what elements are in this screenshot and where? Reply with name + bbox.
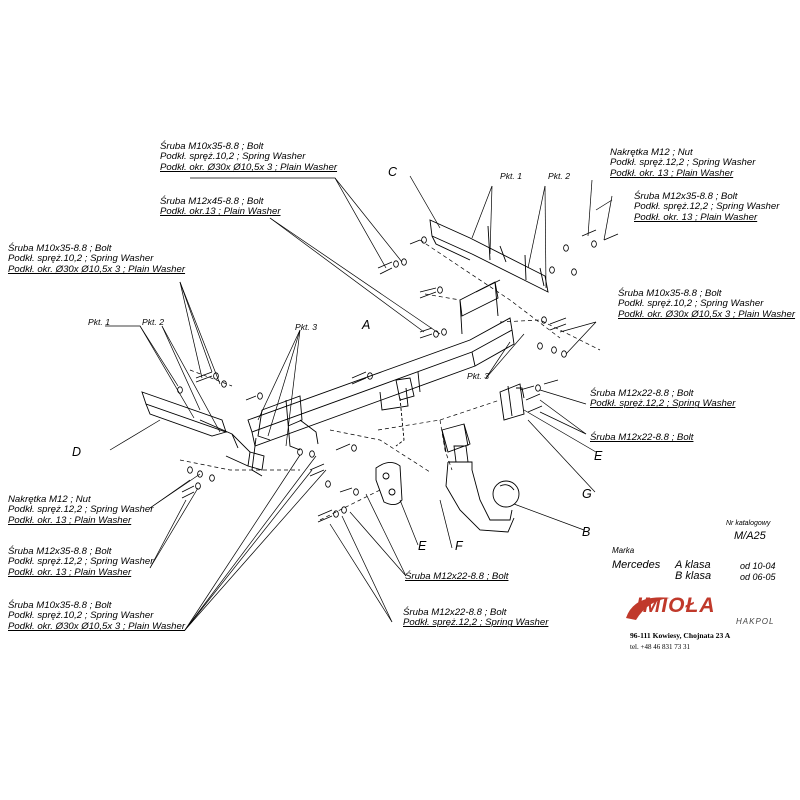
company-address: 96-111 Kowiesy, Chojnata 23 A (630, 631, 731, 640)
pkt-1-left: Pkt. 1 (88, 317, 110, 327)
label-bolt-m12x45: Śruba M12x45-8.8 ; Bolt Podkł. okr.13 ; … (160, 196, 281, 218)
model-a-klasa: A klasa (675, 559, 711, 571)
label-line: Śruba M12x22-8.8 ; Bolt (590, 432, 694, 443)
label-line: Śruba M10x35-8.8 ; Bolt (618, 288, 722, 299)
label-line: Śruba M12x22-8.8 ; Bolt (590, 388, 694, 399)
label-line: Podkł. spręż.10,2 ; Spring Washer (8, 610, 154, 622)
date-b-klasa: od 06-05 (740, 572, 776, 582)
label-bolt-m10x35-left: Śruba M10x35-8.8 ; Bolt Podkł. spręż.10,… (8, 243, 186, 275)
label-nut-m12-top: Nakrętka M12 ; Nut Podkł. spręż.12,2 ; S… (610, 147, 756, 179)
label-nut-m12-left: Nakrętka M12 ; Nut Podkł. spręż.12,2 ; S… (8, 494, 154, 526)
part-letter-a: A (362, 318, 371, 332)
pkt-3-right: Pkt. 3 (467, 371, 489, 381)
pkt-3-left: Pkt. 3 (295, 322, 317, 332)
label-line: Śruba M12x22-8.8 ; Bolt (405, 571, 509, 582)
catalog-number: M/A25 (734, 530, 766, 542)
ball-hook-b (441, 423, 520, 533)
label-line: Podkł. spręż.10,2 ; Spring Washer (618, 298, 764, 310)
logo-sub: HAKPOL (736, 617, 775, 626)
label-bolt-m10x35-bottom: Śruba M10x35-8.8 ; Bolt Podkł. spręż.10,… (8, 600, 186, 632)
part-letter-e-center: E (418, 539, 427, 553)
label-line: Śruba M12x35-8.8 ; Bolt (634, 191, 738, 202)
label-bolt-m10x35-right: Śruba M10x35-8.8 ; Bolt Podkł. spręż.10,… (618, 288, 796, 320)
label-line: Podkł. spręż.10,2 ; Spring Washer (160, 151, 306, 163)
label-line: Podkł. okr.13 ; Plain Washer (160, 206, 281, 218)
main-crossbar-a (247, 279, 515, 447)
label-line: Podkł. okr. 13 ; Plain Washer (610, 167, 734, 179)
pkt-2-right: Pkt. 2 (548, 171, 570, 181)
label-line: Podkł. okr. Ø30x Ø10,5x 3 ; Plain Washer (160, 161, 338, 173)
label-line: Podkł. spręż.12,2 ; Spring Washer (590, 398, 736, 410)
fastener-symbols (177, 229, 619, 523)
label-line: Śruba M12x45-8.8 ; Bolt (160, 196, 264, 207)
label-line: Podkł. okr. 13 ; Plain Washer (8, 514, 132, 526)
logo-name: IMIOŁA (636, 594, 716, 617)
label-line: Śruba M10x35-8.8 ; Bolt (8, 243, 112, 254)
label-line: Podkł. okr. 13 ; Plain Washer (634, 211, 758, 223)
part-letter-g: G (582, 487, 592, 501)
label-line: Podkł. spręż.12,2 ; Spring Washer (8, 504, 154, 516)
label-bolt-m12x22-center: Śruba M12x22-8.8 ; Bolt (405, 571, 509, 582)
label-line: Podkł. okr. Ø30x Ø10,5x 3 ; Plain Washer (8, 620, 186, 632)
label-line: Podkł. spręż.10,2 ; Spring Washer (8, 253, 154, 265)
catalog-label: Nr katalogowy (726, 520, 771, 527)
label-line: Podkł. spręż.12,2 ; Spring Washer (634, 201, 780, 213)
part-letter-c: C (388, 165, 398, 179)
label-line: Śruba M12x35-8.8 ; Bolt (8, 546, 112, 557)
brand-name: Mercedes (612, 559, 661, 571)
left-bracket-d (141, 391, 319, 477)
imiola-logo-swoosh (626, 597, 670, 620)
part-letter-f: F (455, 539, 463, 553)
part-letter-b: B (582, 525, 591, 539)
label-line: Podkł. spręż.12,2 ; Spring Washer (403, 617, 549, 629)
plate-f (375, 462, 403, 505)
label-line: Śruba M10x35-8.8 ; Bolt (160, 141, 264, 152)
label-bolt-m12x22-right-2: Śruba M12x22-8.8 ; Bolt (590, 432, 694, 443)
label-line: Śruba M10x35-8.8 ; Bolt (8, 600, 112, 611)
pkt-2-left: Pkt. 2 (142, 317, 164, 327)
label-line: Podkł. okr. Ø30x Ø10,5x 3 ; Plain Washer (8, 263, 186, 275)
model-b-klasa: B klasa (675, 570, 712, 582)
label-line: Podkł. spręż.12,2 ; Spring Washer (610, 157, 756, 169)
label-bolt-m12x35-top: Śruba M12x35-8.8 ; Bolt Podkł. spręż.12,… (634, 191, 780, 223)
leader-lines (105, 175, 613, 631)
label-line: Podkł. okr. Ø30x Ø10,5x 3 ; Plain Washer (618, 308, 796, 320)
label-bolt-m12x22-right: Śruba M12x22-8.8 ; Bolt Podkł. spręż.12,… (590, 388, 736, 410)
right-bracket-c (429, 219, 549, 293)
label-line: Nakrętka M12 ; Nut (8, 494, 91, 505)
pkt-1-right: Pkt. 1 (500, 171, 522, 181)
part-letter-e-right: E (594, 449, 603, 463)
marka-label: Marka (612, 546, 635, 555)
label-bolt-m12x22-bottom: Śruba M12x22-8.8 ; Bolt Podkł. spręż.12,… (403, 607, 549, 629)
label-line: Podkł. okr. 13 ; Plain Washer (8, 566, 132, 578)
label-bolt-m12x35-left: Śruba M12x35-8.8 ; Bolt Podkł. spręż.12,… (8, 546, 154, 578)
part-letter-d: D (72, 445, 82, 459)
company-phone: tel. +48 46 831 73 31 (630, 643, 690, 651)
label-bolt-m10x35-top: Śruba M10x35-8.8 ; Bolt Podkł. spręż.10,… (160, 141, 338, 173)
socket-plate-g (499, 383, 525, 421)
date-a-klasa: od 10-04 (740, 561, 776, 571)
label-line: Podkł. spręż.12,2 ; Spring Washer (8, 556, 154, 568)
label-line: Śruba M12x22-8.8 ; Bolt (403, 607, 507, 618)
label-line: Nakrętka M12 ; Nut (610, 147, 693, 158)
